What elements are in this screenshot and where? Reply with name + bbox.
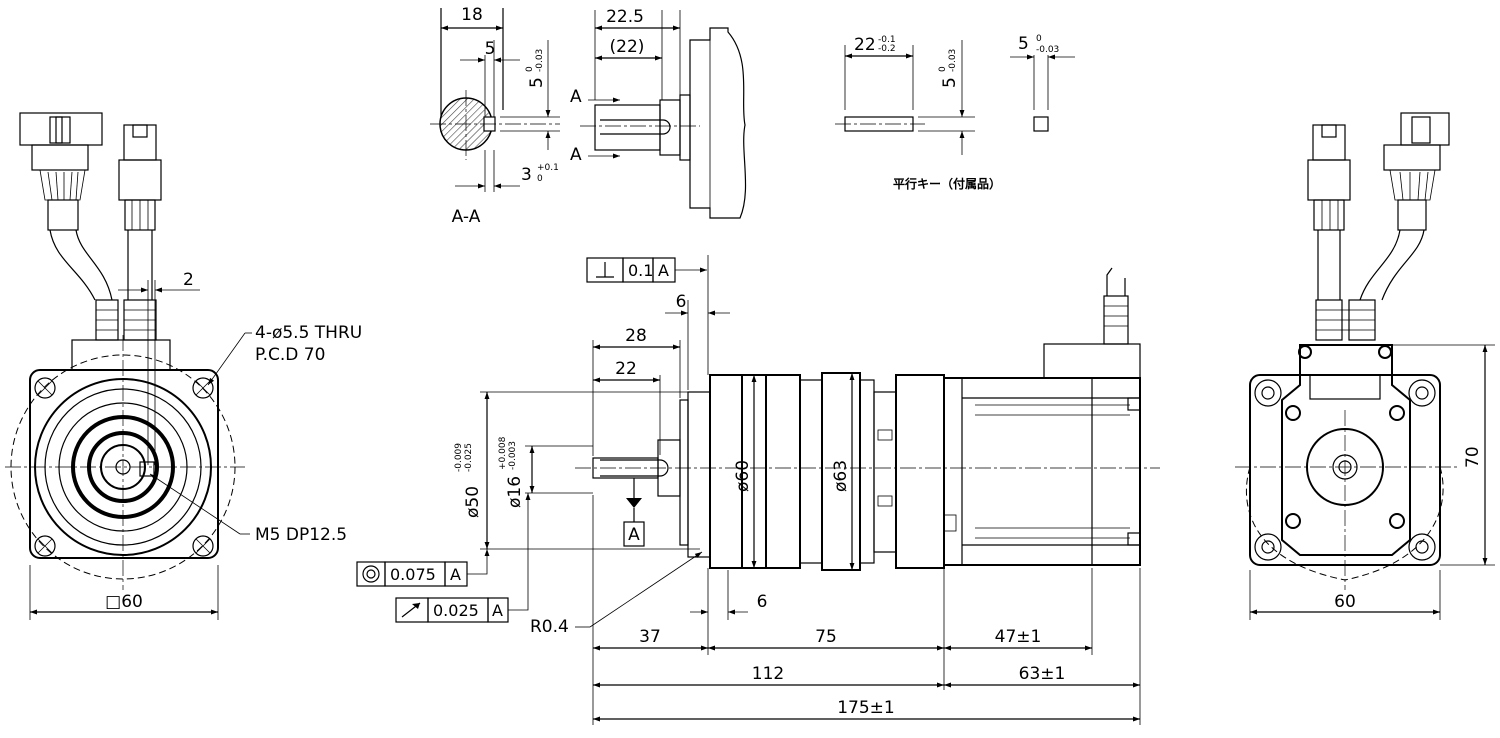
pcd-note: P.C.D 70 bbox=[255, 345, 325, 365]
svg-text:-0.003: -0.003 bbox=[508, 441, 518, 470]
side-view: 0.1 A bbox=[356, 255, 1160, 725]
dim-47: 47±1 bbox=[995, 627, 1042, 647]
dim-70: 70 bbox=[1463, 446, 1483, 468]
svg-text:+0.1: +0.1 bbox=[537, 163, 559, 173]
svg-text:A: A bbox=[492, 601, 503, 620]
section-a-a-view: 18 5 5 0 -0.03 3 +0.1 0 A-A bbox=[430, 5, 560, 227]
rear-view: 70 60 bbox=[1235, 112, 1495, 620]
perp-tolerance: 0.1 bbox=[628, 261, 653, 280]
concentricity-tolerance: 0.075 bbox=[390, 565, 436, 584]
datum-a: A bbox=[628, 525, 640, 545]
dim-75: 75 bbox=[815, 627, 837, 647]
dim-depth-5: 5 bbox=[527, 77, 547, 88]
dim-175: 175±1 bbox=[837, 698, 895, 718]
svg-text:0: 0 bbox=[938, 66, 948, 72]
svg-text:+0.008: +0.008 bbox=[498, 436, 508, 470]
section-a-marker-top: A bbox=[570, 87, 582, 107]
dim-22: 22 bbox=[615, 359, 637, 379]
dim-key-height: 5 bbox=[940, 77, 960, 88]
dim-6-top: 6 bbox=[676, 292, 687, 312]
dim-square-60: □60 bbox=[105, 592, 143, 612]
dim-dia16: ø16 bbox=[505, 476, 525, 508]
svg-text:-0.009: -0.009 bbox=[454, 443, 464, 472]
svg-text:-0.03: -0.03 bbox=[1036, 45, 1059, 55]
section-label-a-a: A-A bbox=[452, 207, 481, 227]
svg-text:-0.1: -0.1 bbox=[878, 35, 896, 45]
dim-key-width: 5 bbox=[1018, 34, 1029, 54]
dim-dia50: ø50 bbox=[463, 486, 483, 518]
dim-dia63: ø63 bbox=[831, 460, 851, 492]
section-a-marker-bottom: A bbox=[570, 145, 582, 165]
dim-63: 63±1 bbox=[1019, 664, 1066, 684]
dim-22-5: 22.5 bbox=[606, 7, 644, 27]
tap-note: M5 DP12.5 bbox=[255, 525, 347, 545]
svg-text:-0.03: -0.03 bbox=[948, 49, 958, 72]
parallel-key-detail: 22 -0.1 -0.2 5 0 -0.03 5 0 -0.03 平行キー（付属… bbox=[835, 34, 1075, 191]
dim-5: 5 bbox=[485, 39, 496, 59]
svg-text:0: 0 bbox=[1036, 34, 1042, 44]
radius-note: R0.4 bbox=[530, 617, 569, 637]
runout-tolerance: 0.025 bbox=[433, 601, 479, 620]
dim-22-ref: (22) bbox=[610, 37, 645, 57]
dim-key-length: 22 bbox=[854, 35, 876, 55]
svg-text:-0.025: -0.025 bbox=[464, 443, 474, 472]
front-view: 2 4-ø5.5 THRU P.C.D 70 M5 DP12.5 □60 bbox=[5, 112, 362, 620]
dim-18: 18 bbox=[461, 5, 483, 25]
dim-2: 2 bbox=[183, 270, 194, 290]
svg-text:-0.03: -0.03 bbox=[535, 49, 545, 72]
dim-6-bottom: 6 bbox=[757, 592, 768, 612]
dim-dia60: ø60 bbox=[733, 460, 753, 492]
dim-37: 37 bbox=[639, 627, 661, 647]
svg-text:A: A bbox=[658, 261, 669, 280]
svg-text:-0.2: -0.2 bbox=[878, 44, 896, 54]
mount-holes-note: 4-ø5.5 THRU bbox=[255, 323, 362, 343]
svg-text:0: 0 bbox=[537, 174, 543, 184]
dim-112: 112 bbox=[752, 664, 784, 684]
parallel-key-caption: 平行キー（付属品） bbox=[893, 176, 1001, 191]
shaft-side-detail: 22.5 (22) A A bbox=[570, 7, 747, 219]
svg-text:0: 0 bbox=[525, 66, 535, 72]
dim-rear-60: 60 bbox=[1334, 592, 1356, 612]
dim-depth-3: 3 bbox=[521, 165, 532, 185]
dim-28: 28 bbox=[625, 326, 647, 346]
svg-text:A: A bbox=[450, 565, 461, 584]
